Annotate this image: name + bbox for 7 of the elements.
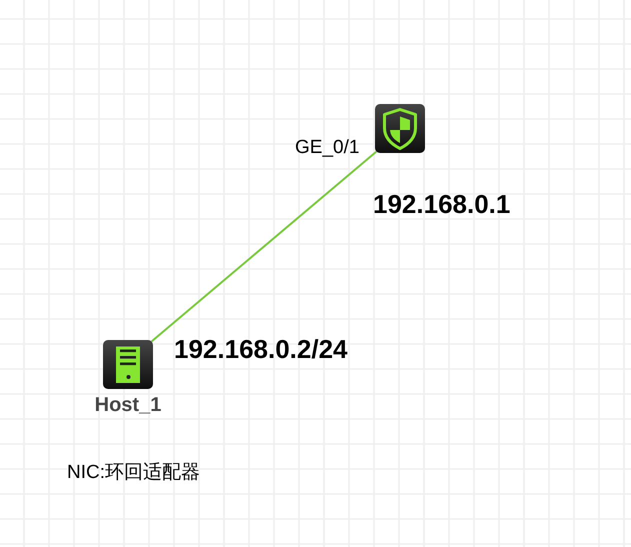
ip-address-label: 192.168.0.2/24 [174,336,348,362]
ip-address-label: 192.168.0.1 [373,190,510,216]
shield-icon [375,104,425,153]
port-label: GE_0/1 [295,138,360,156]
connection-line [150,150,378,342]
device-label: Host_1 [94,395,162,415]
note-text: NIC:环回适配器 [67,462,200,482]
